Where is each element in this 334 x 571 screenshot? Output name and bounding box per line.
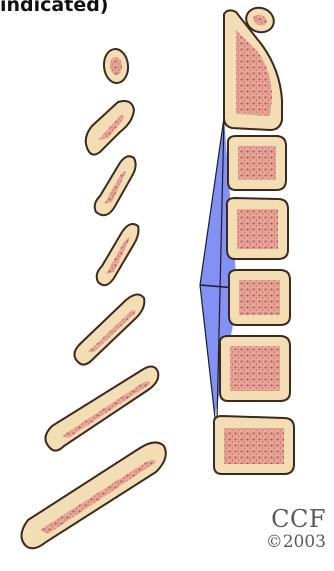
- vertebral-body: [220, 336, 290, 401]
- vertebral-body: [229, 270, 290, 325]
- vertebral-body: [227, 198, 288, 259]
- spinous-process: [45, 366, 158, 450]
- spinous-process: [86, 101, 134, 155]
- vertebral-body: [228, 136, 286, 190]
- spinous-processes: [21, 48, 165, 548]
- spinous-process: [95, 156, 136, 215]
- vertebral-body: [214, 416, 294, 474]
- spinous-process: [21, 442, 165, 548]
- copyright-credit: CCF ©2003: [266, 507, 326, 551]
- credit-mark: CCF: [266, 507, 326, 531]
- spinous-process: [103, 48, 130, 84]
- spinous-process: [97, 224, 139, 285]
- spinous-process: [74, 294, 144, 364]
- credit-year: ©2003: [266, 534, 326, 551]
